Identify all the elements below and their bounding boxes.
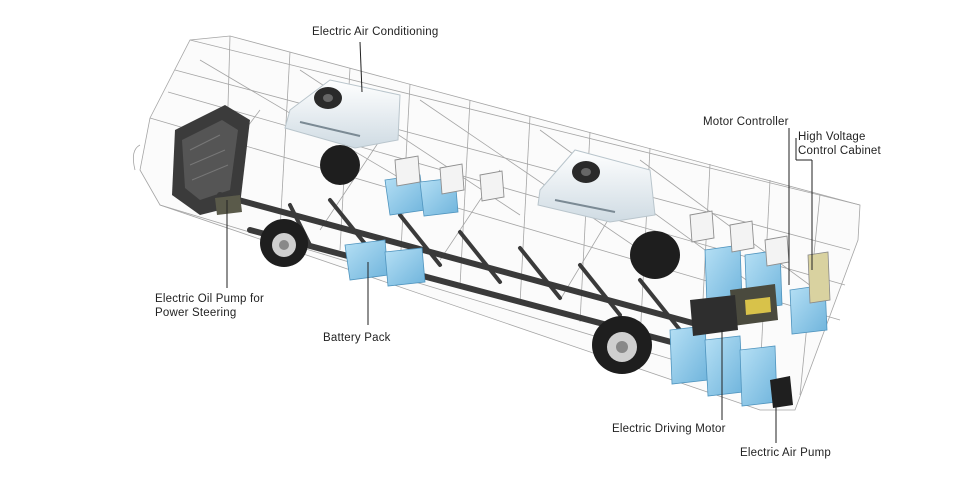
label-high-voltage: High Voltage <box>798 131 866 143</box>
label-electric-air-pump: Electric Air Pump <box>740 447 831 459</box>
label-motor-controller: Motor Controller <box>703 116 789 128</box>
front-wheel-inner <box>320 145 360 185</box>
rear-wheel-inner <box>630 231 680 279</box>
air-conditioning-unit-front <box>284 79 401 149</box>
label-electric-oil-pump: Electric Oil Pump for <box>155 293 265 305</box>
label-electric-driving-motor: Electric Driving Motor <box>612 423 726 435</box>
high-voltage-cabinet <box>807 251 831 304</box>
motor-controller-unit <box>730 284 778 326</box>
label-battery-pack: Battery Pack <box>323 332 391 344</box>
passenger-seats <box>394 155 790 267</box>
label-electric-air-conditioning: Electric Air Conditioning <box>312 26 439 38</box>
air-pump <box>770 376 793 408</box>
leader-lines <box>226 41 813 443</box>
label-power-steering: Power Steering <box>155 307 237 319</box>
front-wheel <box>260 219 308 267</box>
label-control-cabinet: Control Cabinet <box>798 145 881 157</box>
rear-wheel <box>592 316 652 374</box>
driving-motor <box>690 295 738 336</box>
oil-pump <box>215 195 242 215</box>
front-dashboard-block <box>172 105 250 215</box>
air-conditioning-unit-rear <box>537 149 656 223</box>
